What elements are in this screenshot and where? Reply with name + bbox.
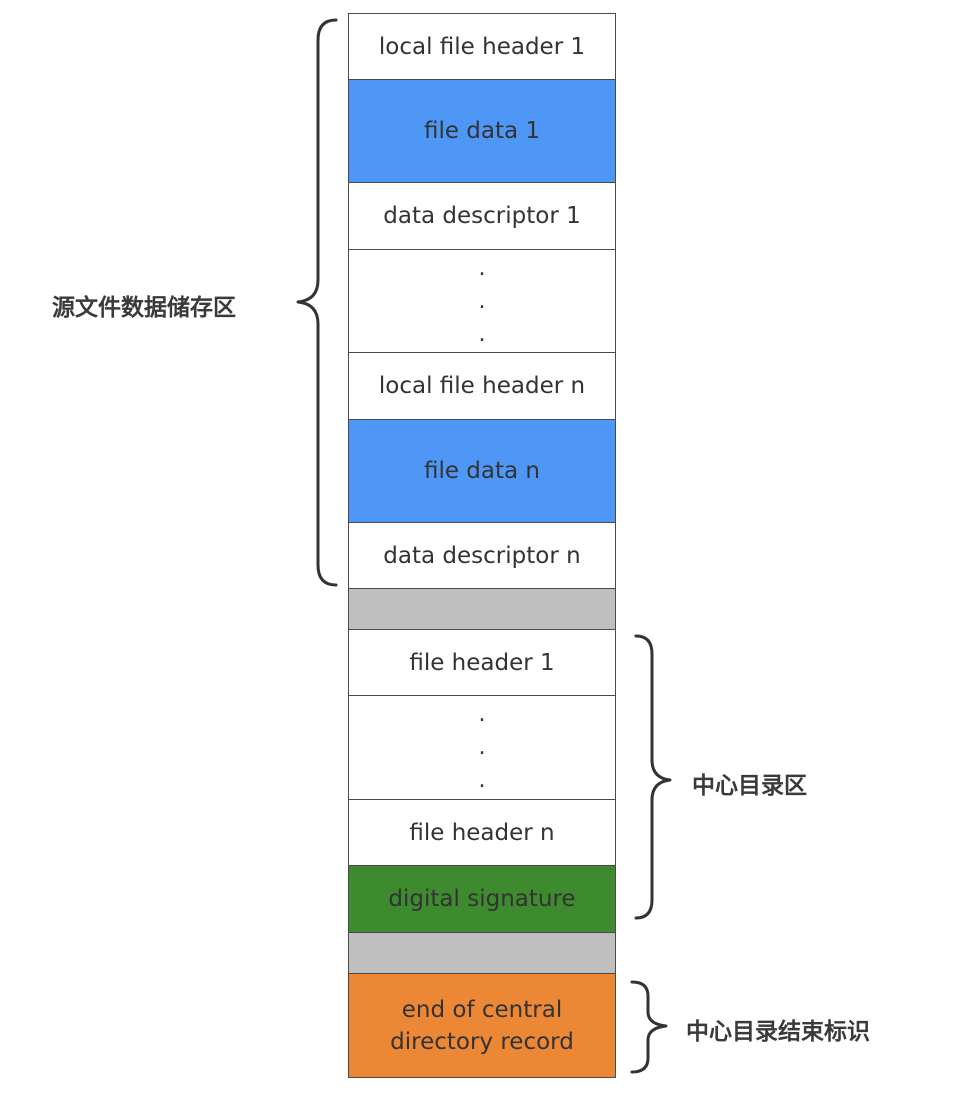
local-file-header-n-block: local file header n	[348, 352, 616, 420]
central-directory-area-label: 中心目录区	[692, 773, 807, 799]
data-descriptor-n-block: data descriptor n	[348, 522, 616, 589]
ellipsis-dot: .	[478, 768, 486, 793]
end-record-line-1: end of central	[401, 996, 563, 1023]
file-header-1-text: file header 1	[409, 649, 555, 676]
ellipsis-block-source: . . .	[348, 249, 616, 353]
right-brace-icon-end	[630, 980, 668, 1074]
source-file-data-area-label: 源文件数据储存区	[52, 295, 236, 321]
data-descriptor-n-text: data descriptor n	[383, 542, 581, 569]
file-data-1-text: file data 1	[423, 118, 541, 144]
ellipsis-dot: .	[478, 735, 486, 760]
end-of-central-directory-marker-label: 中心目录结束标识	[686, 1019, 870, 1045]
ellipsis-dot: .	[478, 255, 486, 281]
ellipsis-dot: .	[478, 288, 486, 314]
end-of-central-directory-record-block: end of central directory record	[348, 973, 616, 1078]
local-file-header-1-block: local file header 1	[348, 13, 616, 80]
file-data-n-block: file data n	[348, 419, 616, 523]
end-record-line-2: directory record	[390, 1028, 574, 1055]
local-file-header-1-text: local file header 1	[378, 33, 586, 60]
right-brace-icon-central	[634, 634, 672, 920]
file-header-n-text: file header n	[409, 819, 555, 846]
data-descriptor-1-text: data descriptor 1	[383, 203, 581, 229]
ellipsis-dot: .	[478, 321, 486, 347]
local-file-header-n-text: local file header n	[378, 373, 586, 399]
separator-block-2	[348, 932, 616, 974]
data-descriptor-1-block: data descriptor 1	[348, 182, 616, 250]
digital-signature-block: digital signature	[348, 865, 616, 933]
separator-block-1	[348, 588, 616, 630]
digital-signature-text: digital signature	[388, 886, 576, 912]
left-brace-icon	[296, 18, 338, 587]
file-data-n-text: file data n	[423, 458, 541, 484]
ellipsis-dot: .	[478, 702, 486, 727]
file-header-1-block: file header 1	[348, 629, 616, 696]
